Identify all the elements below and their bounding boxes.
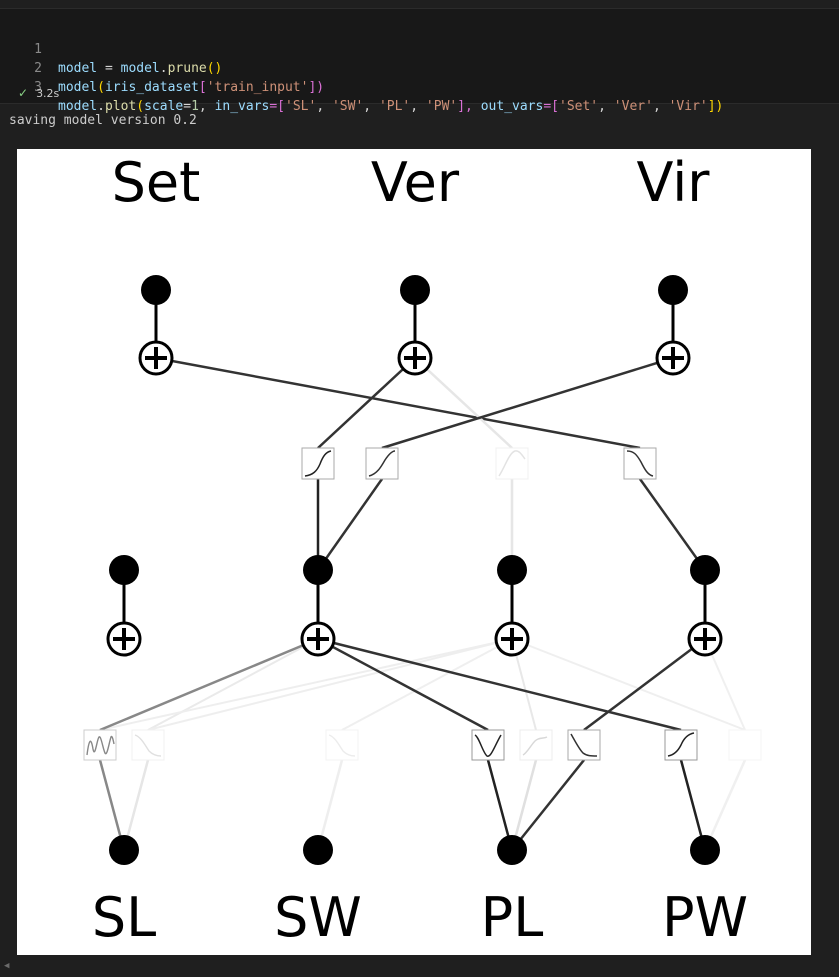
code-line-2: 2 model(iris_dataset['train_input']) <box>0 40 324 95</box>
activation-box <box>623 447 657 480</box>
sum-node-icon <box>687 621 723 657</box>
activation-box <box>131 729 165 761</box>
code-text: model.plot(scale=1, in_vars=['SL', 'SW',… <box>58 99 724 114</box>
code-cell[interactable]: 1 model = model.prune() 2 model(iris_dat… <box>0 8 839 114</box>
edge <box>98 759 126 851</box>
input-label-sw: SW <box>274 886 362 949</box>
edge <box>583 638 706 731</box>
node <box>400 275 430 305</box>
node <box>303 555 333 585</box>
output-label-ver: Ver <box>371 151 460 214</box>
node <box>690 835 720 865</box>
line-number: 1 <box>34 42 42 57</box>
activation-box <box>83 729 117 761</box>
activation-box <box>664 729 698 761</box>
sum-node-icon <box>138 340 174 376</box>
input-label-sl: SL <box>92 886 156 949</box>
activation-box <box>495 447 529 480</box>
node <box>109 835 139 865</box>
code-text: model = model.prune() <box>58 61 223 76</box>
input-label-pw: PW <box>662 886 748 949</box>
output-label-vir: Vir <box>637 151 711 214</box>
edge <box>414 357 513 449</box>
edge <box>511 638 746 731</box>
node <box>141 275 171 305</box>
edge <box>147 638 319 731</box>
sum-node-icon <box>397 340 433 376</box>
line-number: 3 <box>34 80 42 95</box>
activation-box <box>365 447 399 480</box>
activation-box <box>519 729 553 761</box>
activation-box <box>301 447 335 480</box>
input-label-pl: PL <box>481 886 544 949</box>
execution-time: 3.2s <box>36 87 60 100</box>
edge <box>341 638 513 731</box>
edge <box>99 638 513 731</box>
edge <box>122 759 150 851</box>
activation-box <box>471 729 505 761</box>
edge <box>381 356 674 450</box>
activation-box <box>728 729 762 761</box>
node <box>109 555 139 585</box>
node <box>690 555 720 585</box>
activation-box <box>567 729 601 761</box>
code-line-1: 1 model = model.prune() <box>0 21 222 76</box>
edge <box>317 637 682 732</box>
line-number: 2 <box>34 61 42 76</box>
edge <box>679 759 707 851</box>
edge <box>511 759 585 851</box>
edge <box>99 637 319 732</box>
edge <box>510 759 538 851</box>
edge <box>486 759 514 851</box>
activation-box <box>325 729 359 761</box>
edge <box>317 637 489 732</box>
edge <box>316 759 344 851</box>
kan-plot-svg: Set Ver Vir <box>83 151 762 949</box>
node <box>303 835 333 865</box>
sum-node-icon <box>106 621 142 657</box>
code-text: model(iris_dataset['train_input']) <box>58 80 325 95</box>
output-text: saving model version 0.2 <box>9 113 197 128</box>
node <box>658 275 688 305</box>
sum-node-icon <box>655 340 691 376</box>
edge <box>317 357 416 449</box>
scroll-left-icon[interactable]: ◀ <box>4 961 10 971</box>
horizontal-scrollbar[interactable]: ◀ <box>0 957 839 977</box>
kan-plot: Set Ver Vir <box>17 149 811 955</box>
edge <box>703 759 747 851</box>
sum-node-icon <box>300 621 336 657</box>
edge <box>155 356 641 450</box>
node <box>497 555 527 585</box>
code-line-3: 3 model.plot(scale=1, in_vars=['SL', 'SW… <box>0 59 723 114</box>
edge <box>316 478 384 571</box>
sum-node-icon <box>494 621 530 657</box>
edge <box>147 638 513 731</box>
output-label-set: Set <box>112 151 201 214</box>
edge <box>638 478 707 571</box>
check-icon: ✓ <box>18 86 29 100</box>
execution-status: ✓ 3.2s <box>18 85 59 101</box>
node <box>497 835 527 865</box>
